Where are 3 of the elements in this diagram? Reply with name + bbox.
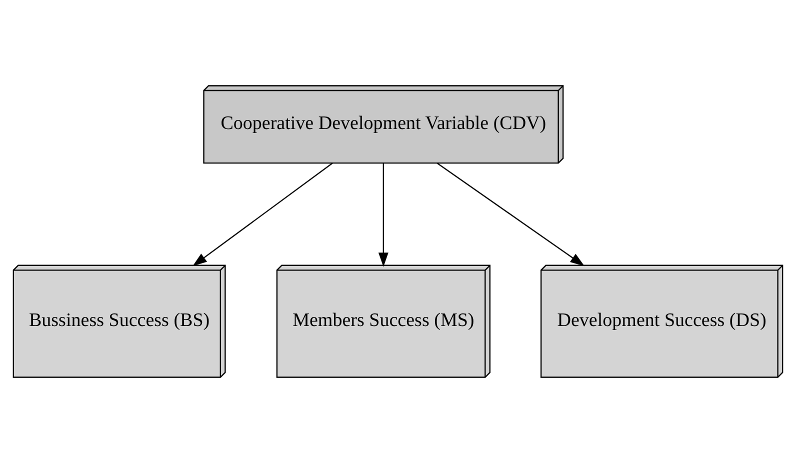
arrow [192, 162, 333, 266]
arrow [378, 162, 388, 266]
arrow [436, 162, 584, 266]
